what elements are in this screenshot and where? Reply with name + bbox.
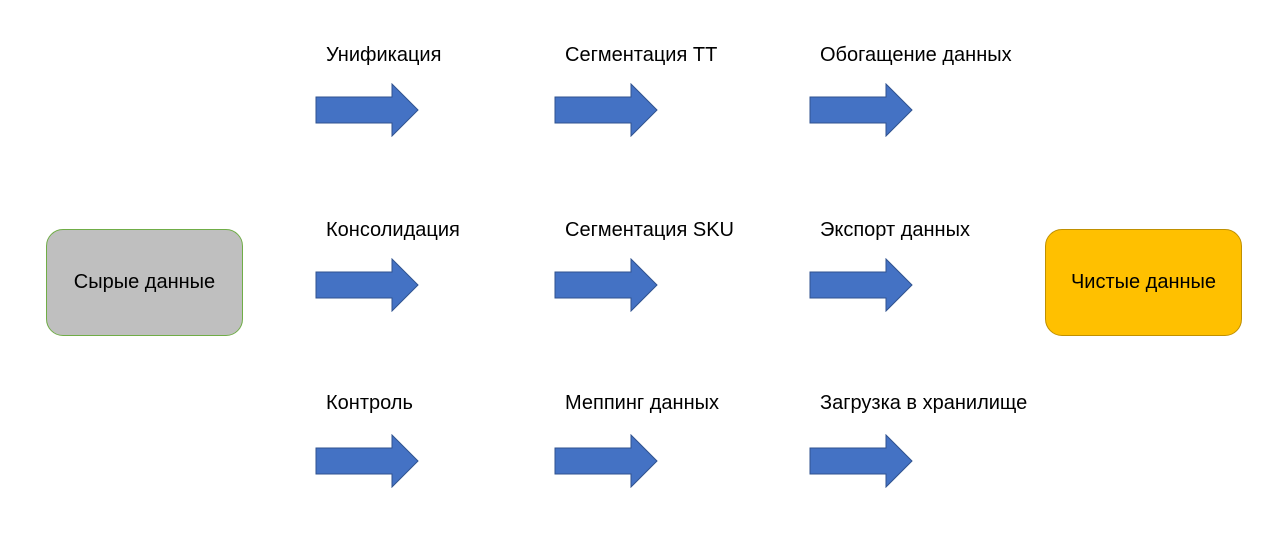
- arrow-icon: [315, 434, 420, 488]
- step-label-data-mapping: Меппинг данных: [565, 392, 719, 414]
- raw-data-label: Сырые данные: [73, 271, 216, 293]
- step-label-consolidation: Консолидация: [326, 219, 460, 241]
- step-label-storage-loading: Загрузка в хранилище: [820, 392, 1028, 414]
- arrow-icon: [315, 258, 420, 312]
- arrow-icon: [554, 434, 659, 488]
- arrow-icon: [809, 434, 914, 488]
- step-label-segmentation-sku: Сегментация SKU: [565, 219, 734, 241]
- clean-data-box: Чистые данные: [1045, 229, 1242, 336]
- arrow-icon: [315, 83, 420, 137]
- arrow-icon: [809, 258, 914, 312]
- step-label-control: Контроль: [326, 392, 413, 414]
- arrow-icon: [554, 258, 659, 312]
- step-label-data-export: Экспорт данных: [820, 219, 970, 241]
- step-label-segmentation-tt: Сегментация ТТ: [565, 44, 718, 66]
- arrow-icon: [809, 83, 914, 137]
- raw-data-box: Сырые данные: [46, 229, 243, 336]
- step-label-unification: Унификация: [326, 44, 442, 66]
- clean-data-label: Чистые данные: [1070, 271, 1217, 293]
- arrow-icon: [554, 83, 659, 137]
- step-label-data-enrichment: Обогащение данных: [820, 44, 1012, 66]
